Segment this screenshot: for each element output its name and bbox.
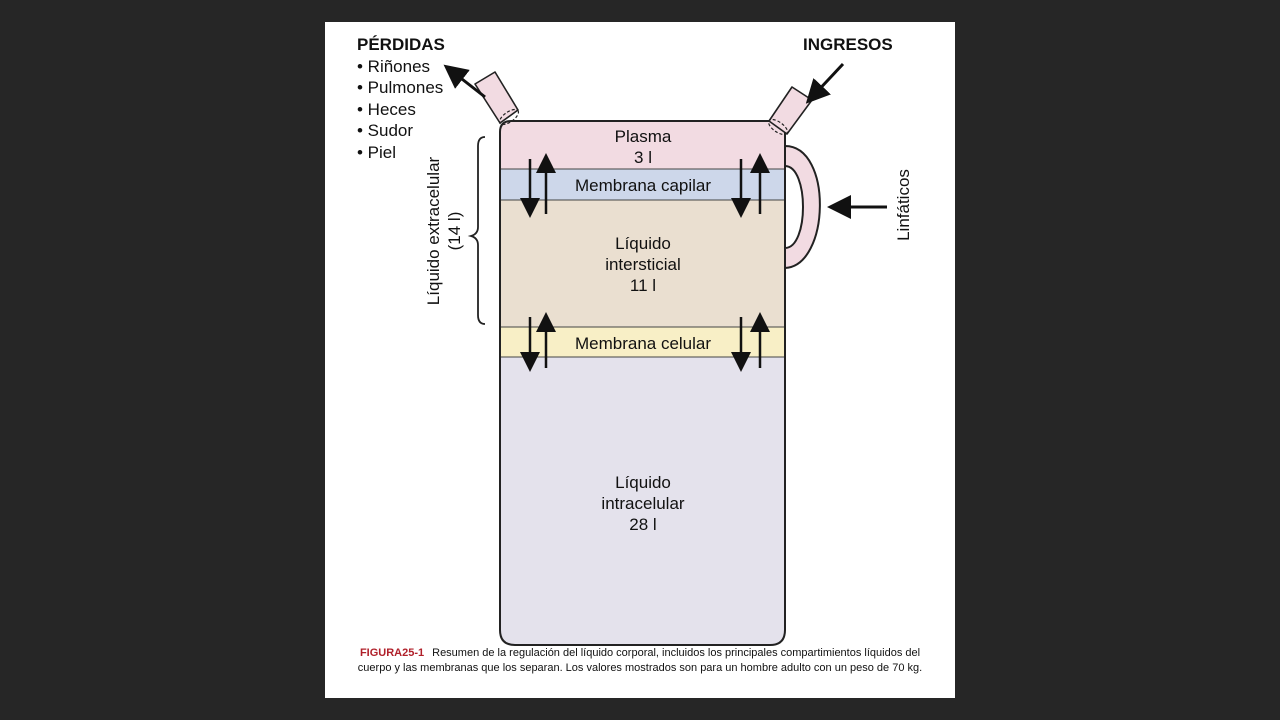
extracellular-volume: (14 l) [445,212,464,251]
loss-item-lungs: • Pulmones [357,78,443,97]
losses-heading: PÉRDIDAS [357,35,445,54]
intracellular-label-line1: Líquido [615,473,671,492]
container-outline [499,120,786,646]
body-fluid-diagram: PÉRDIDAS • Riñones • Pulmones • Heces • … [357,35,913,646]
interstitial-compartment [500,200,785,327]
interstitial-volume: 11 l [630,276,656,295]
plasma-volume: 3 l [634,148,652,167]
loss-item-skin: • Piel [357,143,396,162]
caption-text: Resumen de la regulación del líquido cor… [357,647,923,674]
loss-arrow [443,64,486,99]
lymphatic-handle [784,145,821,269]
intracellular-volume: 28 l [629,515,656,534]
intracellular-label-line2: intracelular [601,494,684,513]
figure-page: PÉRDIDAS • Riñones • Pulmones • Heces • … [325,22,955,698]
lymphatics-label: Linfáticos [894,169,913,241]
intake-heading: INGRESOS [803,35,893,54]
plasma-label: Plasma [615,127,672,146]
capillary-membrane-band [500,169,785,200]
cell-exchange-arrows [520,312,770,372]
interstitial-label-line1: Líquido [615,234,671,253]
loss-item-sweat: • Sudor [357,121,413,140]
loss-spout [474,71,519,124]
interstitial-label-line2: intersticial [605,255,681,274]
cell-membrane-label: Membrana celular [575,334,711,353]
intracellular-compartment [500,357,785,645]
extracellular-label: Líquido extracelular [424,156,443,305]
capillary-membrane-label: Membrana capilar [575,176,711,195]
capillary-exchange-arrows [520,153,770,218]
extracellular-brace [467,136,486,325]
intake-arrow [805,62,845,104]
loss-item-kidneys: • Riñones [357,57,430,76]
plasma-compartment [500,121,785,169]
caption-label: FIGURA25-1 [359,647,425,659]
loss-item-feces: • Heces [357,100,416,119]
